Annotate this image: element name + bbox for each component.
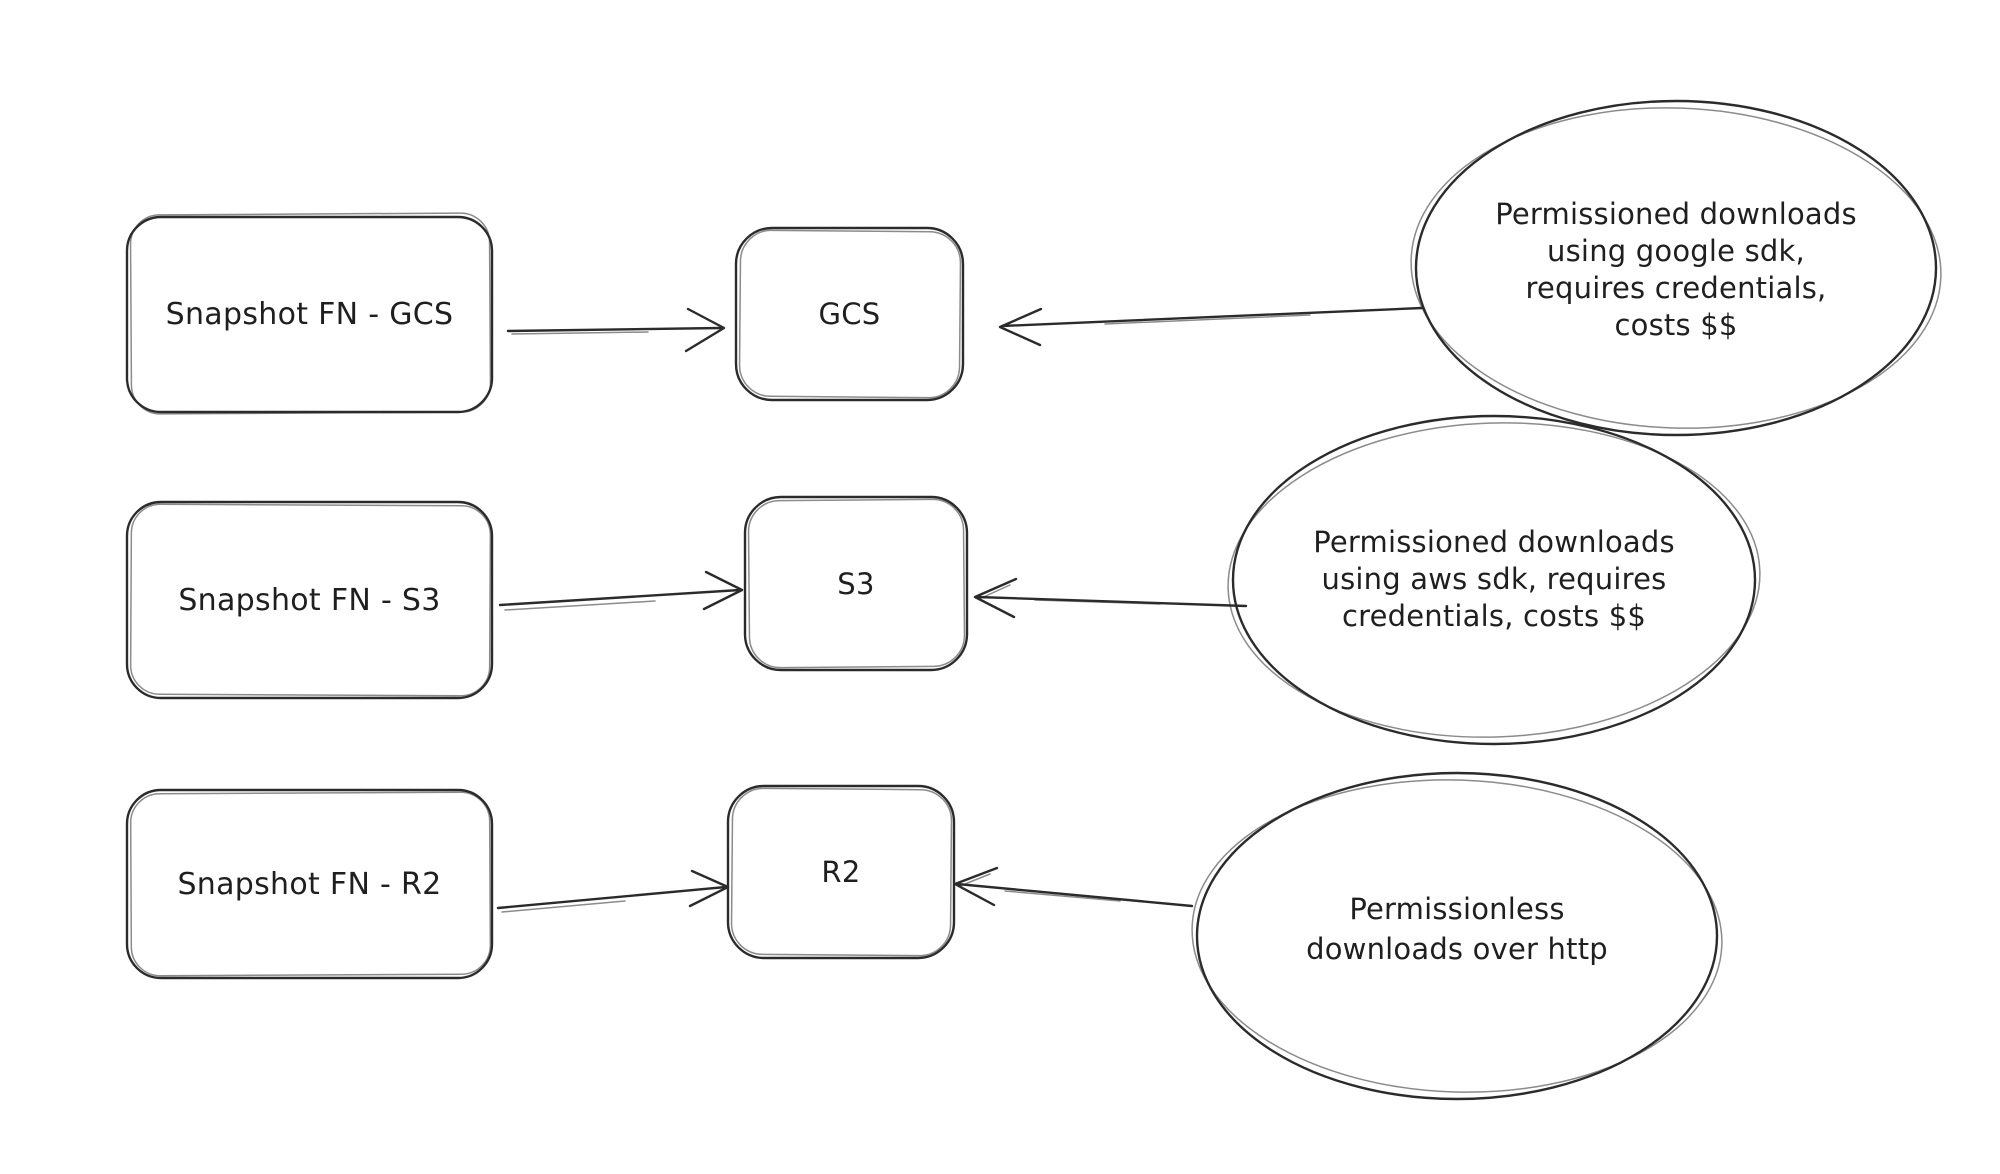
- source-box-r2-shape: [125, 788, 494, 980]
- target-box-r2-shape: [726, 784, 956, 960]
- arrow-note-to-r2: [953, 866, 1194, 908]
- arrow-snapshot-to-r2: [496, 869, 730, 913]
- note-gcs-line: costs $$: [1614, 308, 1738, 342]
- source-box-r2-label: Snapshot FN - R2: [177, 866, 442, 902]
- source-box-gcs-label: Snapshot FN - GCS: [165, 297, 454, 332]
- target-box-r2-label: R2: [821, 855, 861, 889]
- note-r2-line: Permissionless: [1349, 892, 1565, 926]
- note-ellipse-r2-shape: [1191, 771, 1723, 1101]
- note-s3-line: using aws sdk, requires: [1321, 562, 1667, 596]
- note-s3-line: credentials, costs $$: [1341, 599, 1647, 633]
- target-box-s3-label: S3: [837, 566, 875, 601]
- arrow-snapshot-to-gcs: [506, 307, 726, 353]
- note-r2-line: downloads over http: [1306, 932, 1608, 966]
- note-s3: Permissioned downloads using aws sdk, re…: [1244, 524, 1744, 635]
- source-box-s3-shape: [125, 500, 494, 700]
- target-box-s3-shape: [743, 495, 969, 672]
- arrow-snapshot-to-s3: [498, 570, 744, 611]
- arrow-note-to-s3: [973, 577, 1248, 619]
- note-ellipse-gcs-shape: [1410, 99, 1942, 437]
- target-box-gcs-shape: [734, 226, 965, 402]
- target-box-gcs-label: GCS: [818, 297, 881, 331]
- source-box-gcs-shape: [125, 212, 494, 415]
- note-gcs: Permissioned downloads using google sdk,…: [1426, 196, 1926, 344]
- arrow-note-to-gcs: [998, 306, 1424, 347]
- note-r2: Permissionless downloads over http: [1207, 889, 1707, 969]
- note-s3-line: Permissioned downloads: [1313, 525, 1675, 559]
- note-gcs-line: Permissioned downloads: [1495, 197, 1857, 231]
- source-box-s3-label: Snapshot FN - S3: [178, 582, 441, 618]
- note-gcs-line: requires credentials,: [1525, 271, 1827, 305]
- note-ellipse-s3-shape: [1227, 414, 1761, 746]
- note-gcs-line: using google sdk,: [1547, 234, 1805, 268]
